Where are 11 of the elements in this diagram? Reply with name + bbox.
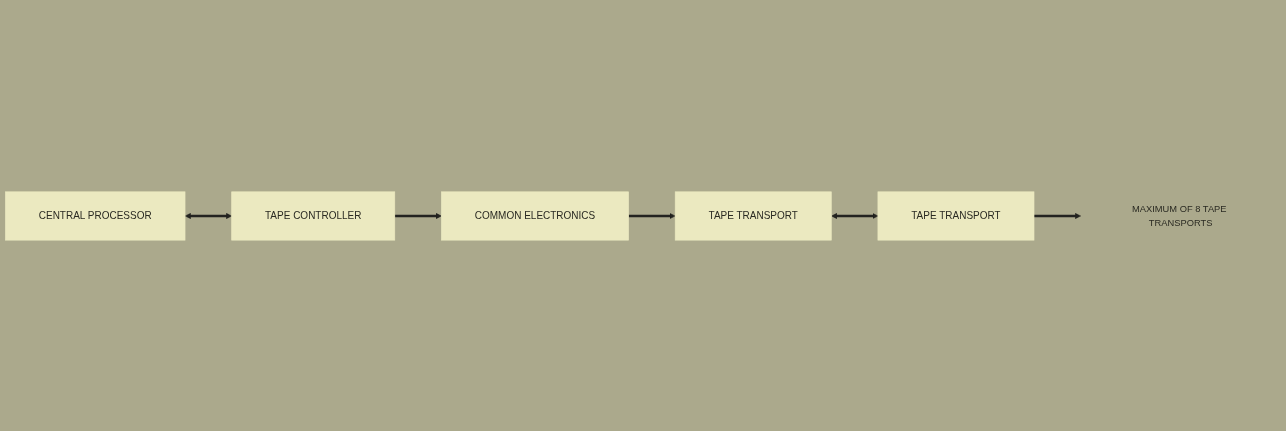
node-box: TAPE TRANSPORT: [877, 191, 1035, 240]
arrow: [628, 212, 676, 219]
arrow: [394, 212, 442, 219]
node-box: COMMON ELECTRONICS: [441, 191, 629, 240]
node-text: MAXIMUM OF 8 TAPE TRANSPORTS: [1132, 202, 1227, 228]
arrow: [1034, 212, 1081, 219]
node-box: TAPE TRANSPORT: [674, 191, 832, 240]
node-box: CENTRAL PROCESSOR: [5, 191, 186, 240]
arrow: [831, 212, 879, 219]
arrow: [185, 212, 232, 219]
node-box: TAPE CONTROLLER: [231, 191, 396, 240]
